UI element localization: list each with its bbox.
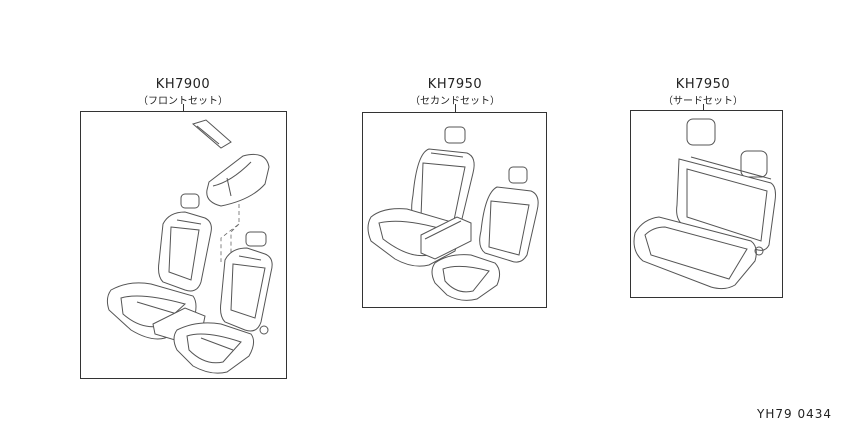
- second-seat-set-illustration: [367, 126, 539, 301]
- part-name-third: （サードセット）: [663, 96, 743, 107]
- leader-line-third: [703, 104, 704, 111]
- leader-line-front: [183, 104, 184, 112]
- front-seat-set-illustration: [106, 119, 273, 374]
- part-code-third: KH7950: [675, 77, 731, 92]
- third-seat-set-illustration: [633, 118, 776, 290]
- part-name-front: （フロントセット）: [138, 96, 228, 107]
- second-seat-set-panel: [362, 112, 547, 308]
- part-code-front: KH7900: [155, 77, 211, 92]
- third-seat-set-panel: [630, 110, 783, 298]
- leader-line-second: [455, 104, 456, 112]
- part-name-second: （セカンドセット）: [410, 96, 500, 107]
- drawing-reference-number: YH79 0434: [757, 407, 832, 421]
- part-code-second: KH7950: [427, 77, 483, 92]
- front-seat-set-panel: [80, 111, 287, 379]
